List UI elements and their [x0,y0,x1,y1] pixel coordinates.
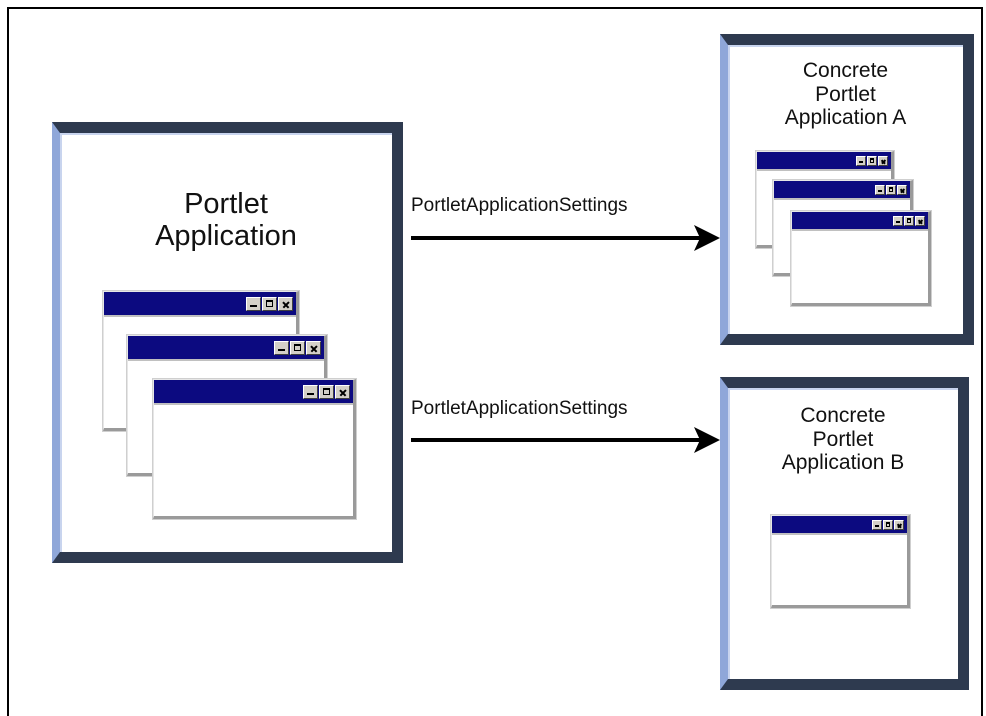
title-line-3: Application A [784,106,907,130]
close-icon [894,519,904,530]
close-icon [878,155,888,166]
arrow-label-bottom: PortletApplicationSettings [411,398,628,419]
portlet-window [152,378,357,520]
concrete-portlet-application-b-box: Concrete Portlet Application B [720,377,969,690]
close-icon [306,340,321,355]
maximize-icon [262,296,277,311]
window-titlebar [792,212,928,231]
minimize-icon [856,155,866,166]
minimize-icon [274,340,289,355]
portlet-application-title: Portlet Application [60,188,392,253]
maximize-icon [319,384,334,399]
arrow-right-icon [411,427,720,453]
portlet-window [770,514,911,609]
minimize-icon [246,296,261,311]
maximize-icon [886,184,896,195]
title-line-2: Portlet [812,427,874,451]
concrete-a-title: Concrete Portlet Application A [728,59,963,130]
minimize-icon [893,215,903,226]
window-titlebar [774,181,910,200]
window-titlebar [772,516,907,535]
window-titlebar [757,152,891,171]
title-line-3: Application B [781,451,905,475]
diagram-frame [7,7,983,716]
maximize-icon [290,340,305,355]
close-icon [335,384,350,399]
close-icon [915,215,925,226]
window-titlebar [128,336,324,361]
minimize-icon [872,519,882,530]
concrete-portlet-application-a-box: Concrete Portlet Application A [720,34,974,345]
minimize-icon [303,384,318,399]
portlet-application-box: Portlet Application [52,122,403,563]
close-icon [897,184,907,195]
window-titlebar [104,292,296,317]
portlet-window [790,210,932,307]
title-line-1: Concrete [800,404,886,427]
maximize-icon [904,215,914,226]
title-line-1: Concrete [802,59,889,82]
close-icon [278,296,293,311]
maximize-icon [883,519,893,530]
concrete-b-title: Concrete Portlet Application B [728,404,958,475]
window-titlebar [154,380,353,405]
title-line-2: Portlet [815,82,876,106]
arrow-right-icon [411,225,720,251]
title-line-1: Portlet [184,188,268,220]
arrow-label-top: PortletApplicationSettings [411,195,628,216]
maximize-icon [867,155,877,166]
title-line-2: Application [155,220,297,253]
minimize-icon [875,184,885,195]
